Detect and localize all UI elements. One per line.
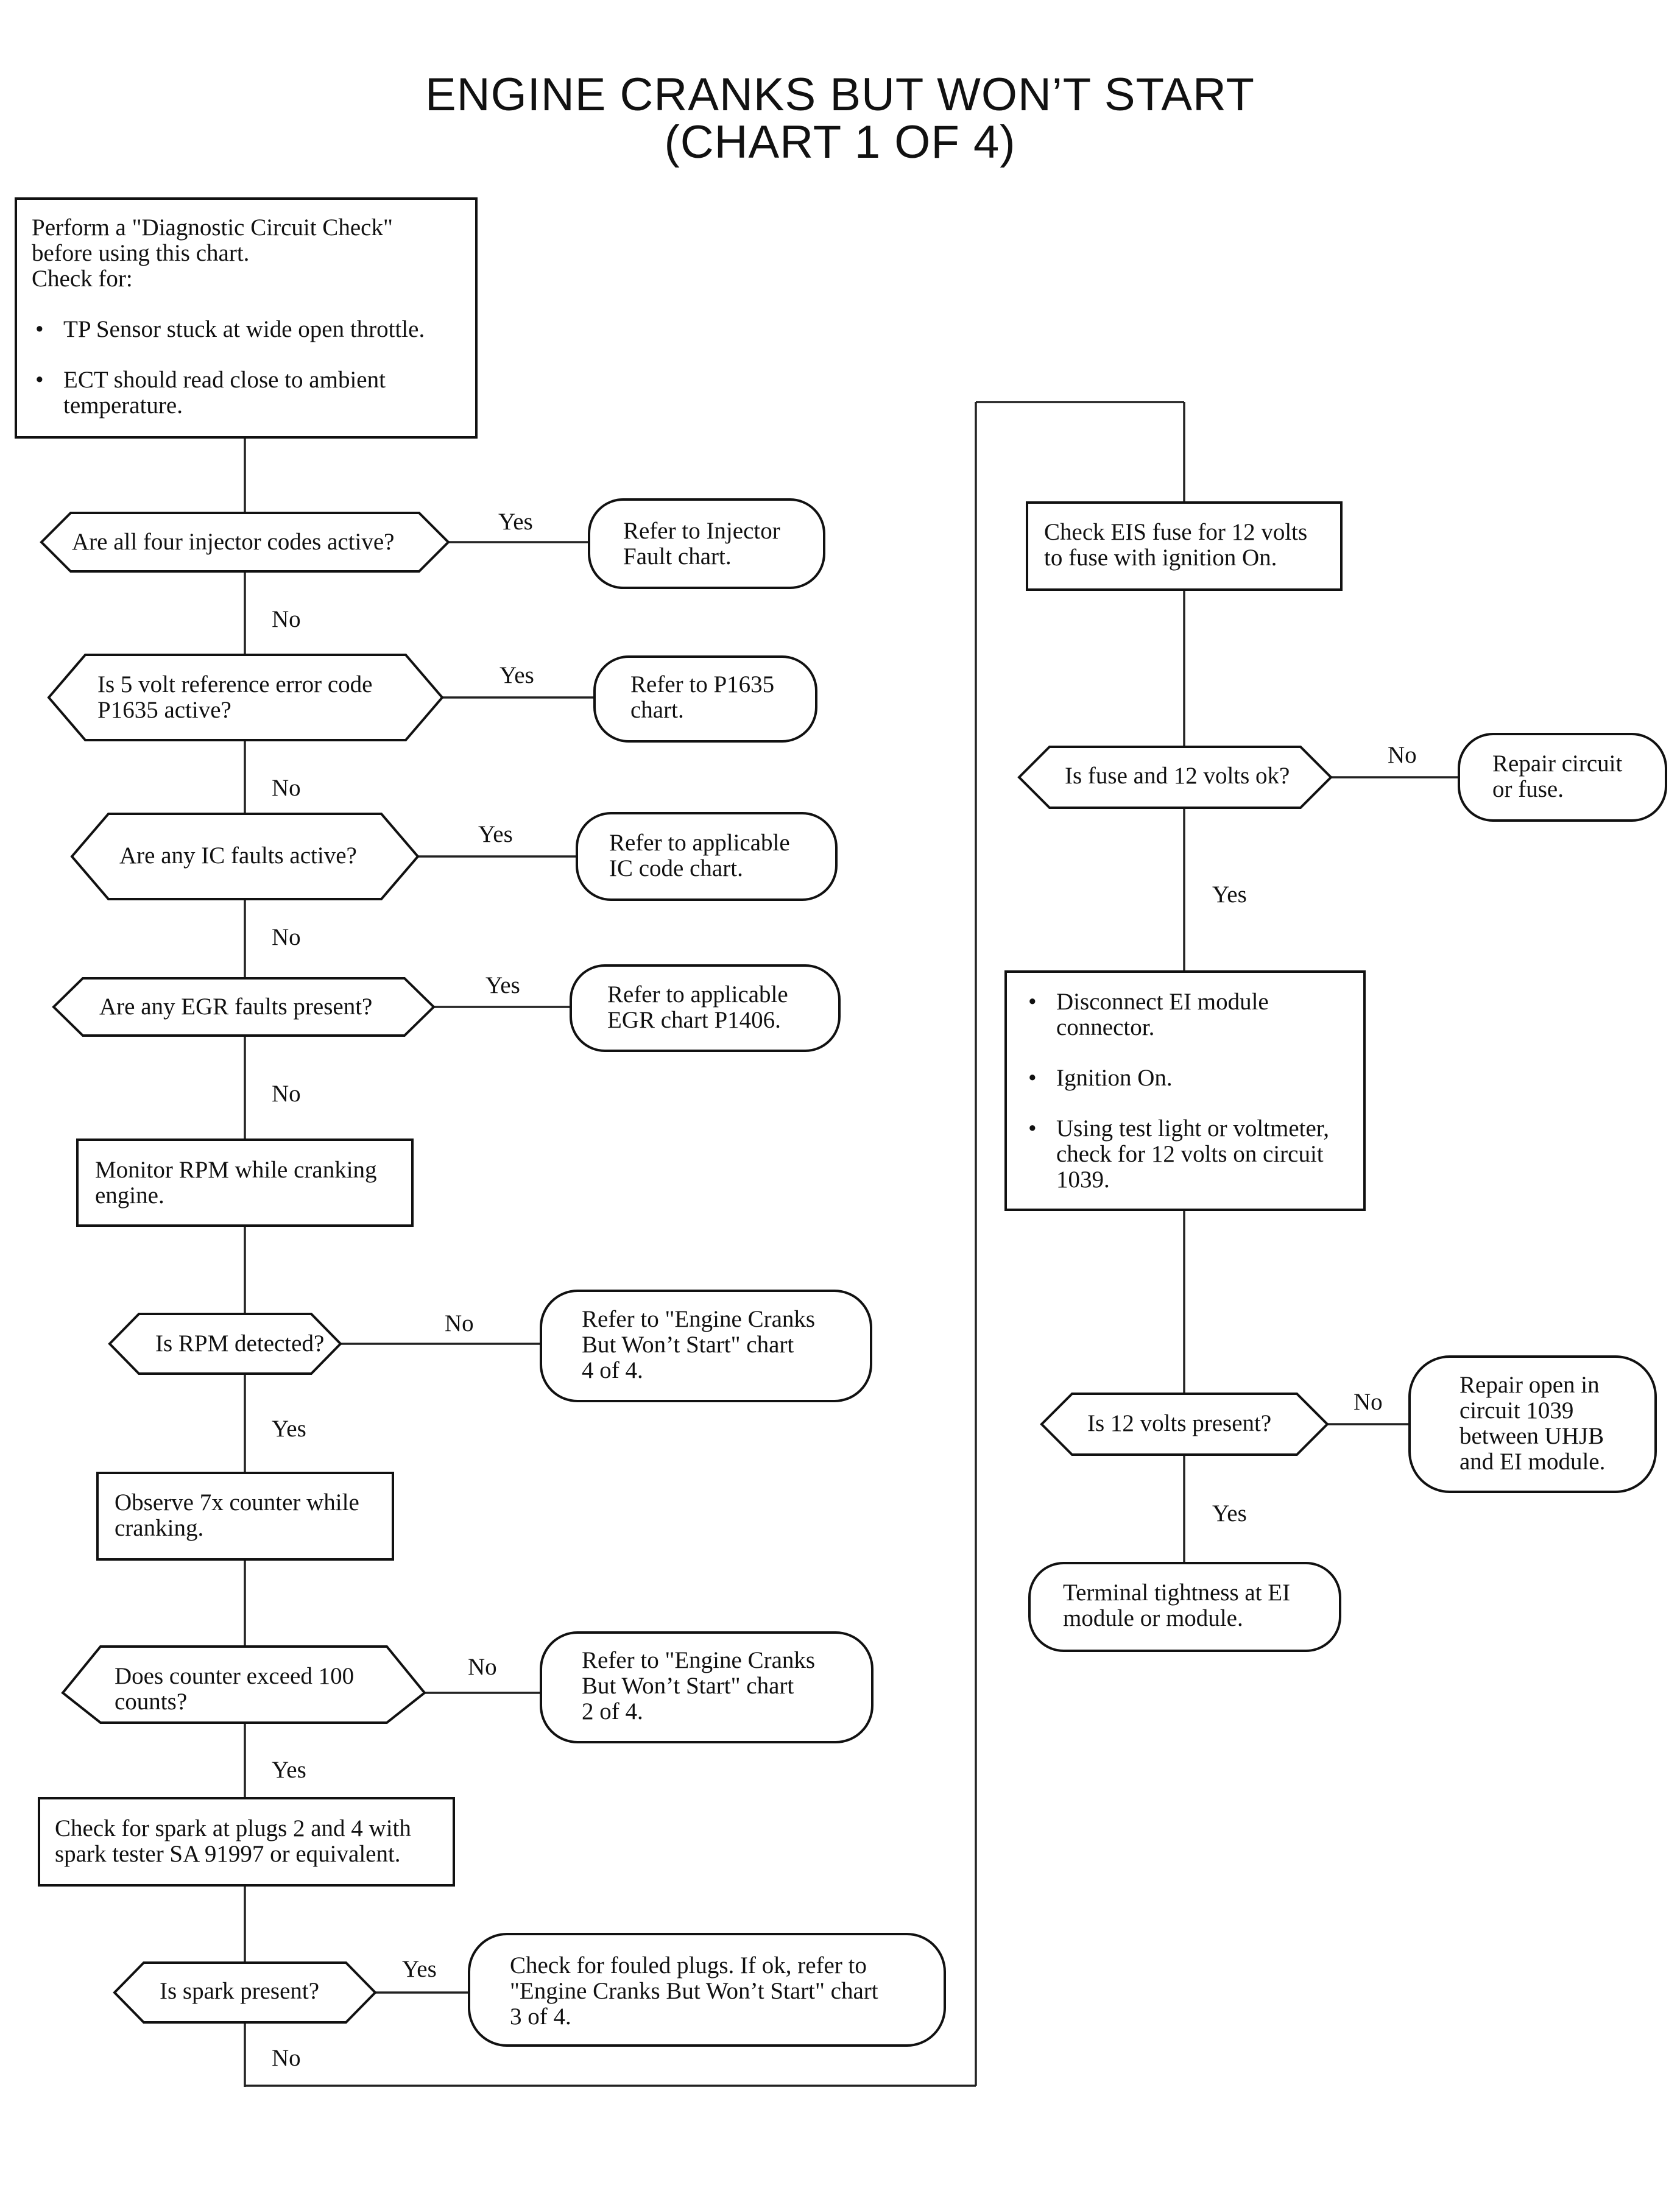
decision-injector-codes	[40, 512, 450, 573]
d5-question: Is RPM detected?	[155, 1330, 325, 1357]
terminal-repair-1039	[1408, 1355, 1657, 1493]
terminal-fouled-plugs	[468, 1933, 946, 2047]
d3-question: Are any IC faults active?	[119, 842, 357, 869]
d3-yes-result: Refer to applicable IC code chart.	[609, 830, 790, 881]
terminal-p1635	[593, 655, 817, 743]
r1-text: Check EIS fuse for 12 volts to fuse with…	[1044, 519, 1308, 571]
d1-question: Are all four injector codes active?	[72, 529, 395, 555]
chart-title-line1: ENGINE CRANKS BUT WON’T START	[425, 69, 1255, 121]
rd1-yes-label: Yes	[1212, 881, 1247, 908]
terminal-repair-fuse	[1458, 733, 1667, 822]
decision-egr-faults	[52, 977, 436, 1037]
action-check-spark	[38, 1797, 455, 1887]
start-line-3: Check for:	[32, 266, 133, 292]
decision-counter-100	[61, 1645, 426, 1724]
rd2-question: Is 12 volts present?	[1087, 1410, 1272, 1436]
d4-yes-label: Yes	[485, 972, 520, 998]
rd1-question: Is fuse and 12 volts ok?	[1065, 763, 1290, 789]
d6-yes-label: Yes	[272, 1757, 306, 1783]
decision-spark-present	[113, 1961, 377, 2024]
r2-bullet-2: Ignition On.	[1025, 1065, 1329, 1092]
d7-yes-label: Yes	[402, 1956, 437, 1982]
terminal-tightness	[1028, 1562, 1341, 1652]
decision-5v-reference	[47, 654, 444, 741]
terminal-injector-fault	[588, 498, 825, 589]
rd2-no-result: Repair open in circuit 1039 between UHJB…	[1459, 1372, 1606, 1475]
r-end-text: Terminal tightness at EI module or modul…	[1063, 1580, 1291, 1631]
d5-no-label: No	[445, 1310, 474, 1336]
d6-question: Does counter exceed 100 counts?	[115, 1663, 355, 1715]
rd2-yes-label: Yes	[1212, 1500, 1247, 1527]
start-line-1: Perform a "Diagnostic Circuit Check"	[32, 214, 393, 241]
d1-no-label: No	[272, 606, 301, 632]
start-box-text: Perform a "Diagnostic Circuit Check" bef…	[32, 215, 393, 292]
d2-question: Is 5 volt reference error code P1635 act…	[97, 671, 373, 723]
start-line-2: before using this chart.	[32, 240, 250, 266]
d3-no-label: No	[272, 924, 301, 950]
terminal-egr-chart	[570, 964, 841, 1052]
a3-text: Check for spark at plugs 2 and 4 with sp…	[55, 1815, 411, 1867]
start-bullets: TP Sensor stuck at wide open throttle. E…	[32, 317, 425, 418]
d1-yes-label: Yes	[498, 509, 533, 535]
chart-title-line2: (CHART 1 OF 4)	[664, 116, 1016, 168]
d4-no-label: No	[272, 1081, 301, 1107]
d7-yes-result: Check for fouled plugs. If ok, refer to …	[510, 1952, 878, 2030]
decision-ic-faults	[70, 813, 420, 900]
start-bullet-2: ECT should read close to ambient tempera…	[32, 367, 425, 418]
terminal-chart-2-of-4	[540, 1631, 874, 1743]
d5-yes-label: Yes	[272, 1416, 306, 1442]
d4-yes-result: Refer to applicable EGR chart P1406.	[607, 981, 788, 1033]
action-observe-counter	[96, 1472, 394, 1561]
terminal-ic-code	[576, 812, 838, 901]
d1-yes-result: Refer to Injector Fault chart.	[623, 518, 780, 570]
r2-bullet-1: Disconnect EI module connector.	[1025, 989, 1329, 1040]
rd1-no-result: Repair circuit or fuse.	[1492, 750, 1623, 802]
connector-lines	[244, 401, 1459, 2087]
d2-yes-result: Refer to P1635 chart.	[630, 671, 775, 723]
r2-bullet-3: Using test light or voltmeter, check for…	[1025, 1116, 1329, 1193]
d3-yes-label: Yes	[478, 821, 513, 847]
d6-no-result: Refer to "Engine Cranks But Won’t Start"…	[582, 1647, 816, 1725]
decision-12v-present	[1040, 1393, 1329, 1456]
d2-yes-label: Yes	[499, 662, 534, 688]
action-check-eis-fuse	[1026, 501, 1343, 591]
a1-text: Monitor RPM while cranking engine.	[95, 1157, 377, 1209]
rd2-no-label: No	[1354, 1389, 1383, 1415]
d2-no-label: No	[272, 775, 301, 801]
a2-text: Observe 7x counter while cranking.	[115, 1489, 359, 1541]
decision-fuse-12v	[1017, 746, 1333, 809]
terminal-chart-4-of-4	[540, 1290, 872, 1402]
d4-question: Are any EGR faults present?	[99, 994, 373, 1020]
d7-question: Is spark present?	[160, 1978, 320, 2004]
action-monitor-rpm	[76, 1139, 414, 1227]
r2-bullets: Disconnect EI module connector. Ignition…	[1025, 989, 1329, 1193]
decision-rpm-detected	[108, 1313, 342, 1375]
d6-no-label: No	[468, 1654, 497, 1680]
d7-no-label: No	[272, 2045, 301, 2071]
rd1-no-label: No	[1388, 742, 1417, 768]
d5-no-result: Refer to "Engine Cranks But Won’t Start"…	[582, 1306, 816, 1383]
start-bullet-1: TP Sensor stuck at wide open throttle.	[32, 317, 425, 343]
